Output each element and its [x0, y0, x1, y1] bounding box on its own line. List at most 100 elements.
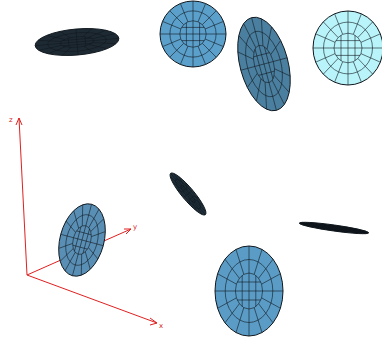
mesh-ring — [334, 33, 362, 63]
disk-face — [215, 246, 283, 336]
mesh-line — [193, 1, 194, 21]
mesh-line — [84, 45, 94, 53]
mesh-line — [218, 298, 237, 308]
mesh-line — [63, 43, 92, 46]
mesh-line — [93, 41, 116, 46]
mesh-line — [274, 73, 289, 95]
mesh-line — [177, 188, 184, 195]
mesh-line — [362, 48, 382, 49]
mesh-line — [361, 34, 380, 43]
mesh-line — [259, 45, 269, 82]
meshed-disk — [166, 169, 210, 218]
mesh-line — [249, 309, 250, 336]
meshed-disk — [160, 1, 226, 67]
disk-face — [34, 25, 120, 58]
mesh-ring — [173, 177, 204, 211]
mesh-line — [86, 204, 92, 225]
mesh-line — [163, 39, 181, 47]
disk-face — [166, 169, 210, 218]
axis-label: z — [9, 116, 13, 124]
mesh-line — [348, 11, 349, 33]
mesh-line — [198, 46, 206, 64]
mesh-line — [252, 18, 259, 46]
mesh-line — [254, 249, 262, 274]
mesh-line — [259, 259, 273, 278]
mesh-line — [77, 205, 87, 226]
mesh-line — [323, 22, 338, 38]
mesh-line — [249, 273, 250, 309]
mesh-line — [215, 291, 235, 292]
mesh-line — [76, 254, 86, 275]
mesh-line — [183, 186, 195, 200]
mesh-ring — [235, 273, 262, 309]
mesh-line — [193, 47, 194, 67]
mesh-line — [65, 251, 75, 272]
mesh-line — [181, 186, 195, 203]
mesh-line — [236, 249, 244, 274]
mesh-ring — [180, 21, 206, 47]
mesh-line — [260, 82, 272, 109]
mesh-line — [181, 188, 193, 202]
mesh-line — [83, 229, 90, 254]
mesh-line — [77, 47, 79, 55]
mesh-line — [205, 39, 223, 47]
mesh-line — [313, 48, 334, 49]
mesh-line — [171, 173, 181, 185]
mesh-line — [344, 230, 359, 233]
mesh-line — [76, 37, 78, 47]
mesh-line — [180, 46, 188, 64]
mesh-line — [335, 62, 343, 82]
mesh-ring — [309, 223, 358, 234]
disk-group — [34, 1, 382, 336]
mesh-line — [244, 73, 260, 87]
mesh-line — [206, 34, 226, 35]
mesh-line — [225, 259, 239, 278]
x-arrowhead — [150, 318, 157, 325]
mesh-line — [262, 27, 277, 49]
axis-label: x — [159, 322, 163, 330]
disk-face — [51, 199, 113, 282]
mesh-line — [355, 35, 356, 61]
disk-face — [160, 1, 226, 67]
mesh-line — [202, 43, 216, 57]
mesh-line — [173, 173, 184, 185]
mesh-line — [268, 41, 284, 55]
mesh-line — [39, 45, 62, 50]
mesh-line — [192, 194, 199, 201]
mesh-line — [60, 246, 73, 264]
meshed-disk — [34, 25, 120, 58]
mesh-line — [82, 29, 92, 37]
mesh-line — [273, 58, 287, 62]
x-axis — [27, 275, 157, 323]
mesh-line — [170, 11, 184, 25]
mesh-line — [348, 33, 349, 63]
z-axis — [19, 118, 27, 275]
mesh-line — [347, 229, 366, 232]
mesh-line — [180, 4, 188, 22]
mesh-ring — [70, 223, 95, 256]
mesh-line — [190, 201, 199, 211]
mesh-line — [316, 34, 335, 43]
mesh-line — [322, 227, 346, 230]
axis-label: y — [133, 223, 137, 231]
mesh-line — [336, 55, 360, 56]
meshed-disk — [228, 11, 299, 116]
mesh-line — [38, 38, 61, 43]
disk-face — [313, 11, 382, 85]
mesh-line — [89, 208, 99, 229]
mesh-line — [361, 54, 380, 63]
mesh-line — [92, 34, 115, 39]
mesh-line — [256, 19, 268, 46]
mesh-line — [316, 54, 335, 63]
mesh-line — [259, 304, 273, 323]
mesh-line — [262, 298, 281, 308]
mesh-line — [193, 202, 204, 214]
disk-face — [228, 11, 299, 116]
meshed-disk — [51, 199, 113, 282]
mesh-line — [183, 183, 190, 190]
mesh-line — [183, 196, 186, 198]
mesh-line — [194, 197, 203, 207]
mesh-line — [84, 37, 86, 46]
